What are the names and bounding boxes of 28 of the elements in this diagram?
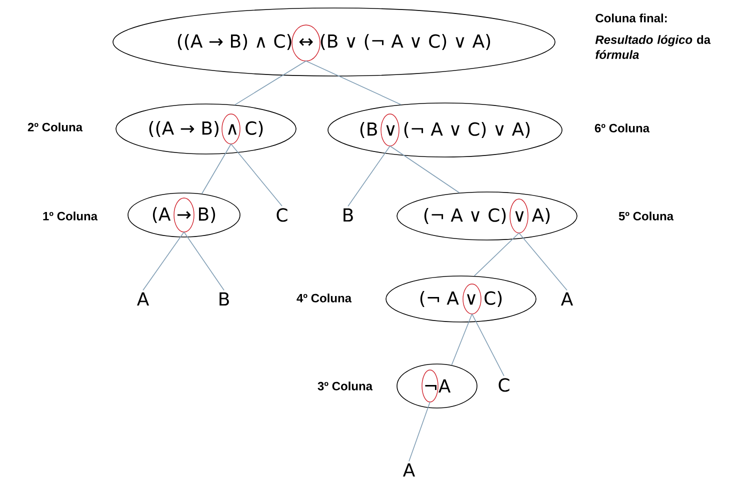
column-label: 4º Coluna [296, 294, 352, 302]
tree-branch [184, 232, 224, 291]
variable-letter: B [220, 292, 229, 306]
tree-branch [451, 314, 472, 366]
column-label: 1º Coluna [43, 212, 98, 220]
column-label: Resultado lógico da fórmula [595, 35, 711, 59]
variable-letter: A [137, 292, 150, 306]
variable-letter: C [276, 208, 288, 222]
variable-letter: A [403, 463, 416, 477]
tree-branch [142, 232, 184, 291]
variable-letter: B [344, 208, 353, 222]
tree-branch [390, 146, 460, 194]
variable-letter: C [498, 378, 510, 392]
tree-branch [234, 60, 306, 106]
column-label: 2º Coluna [28, 122, 83, 132]
tree-branch [348, 146, 390, 207]
column-label: 3º Coluna [318, 382, 373, 390]
tree-branch [474, 232, 520, 276]
tree-branch [472, 314, 504, 376]
column-label: Coluna final: [596, 14, 667, 22]
variable-letter: A [560, 292, 574, 306]
tree-branch [518, 232, 568, 291]
column-label: 6º Coluna [594, 124, 650, 132]
tree-branch [201, 144, 232, 194]
tree-branch [306, 60, 402, 105]
tree-branch [230, 144, 282, 206]
column-label: 5º Coluna [618, 212, 674, 220]
tree-branch [408, 402, 430, 462]
